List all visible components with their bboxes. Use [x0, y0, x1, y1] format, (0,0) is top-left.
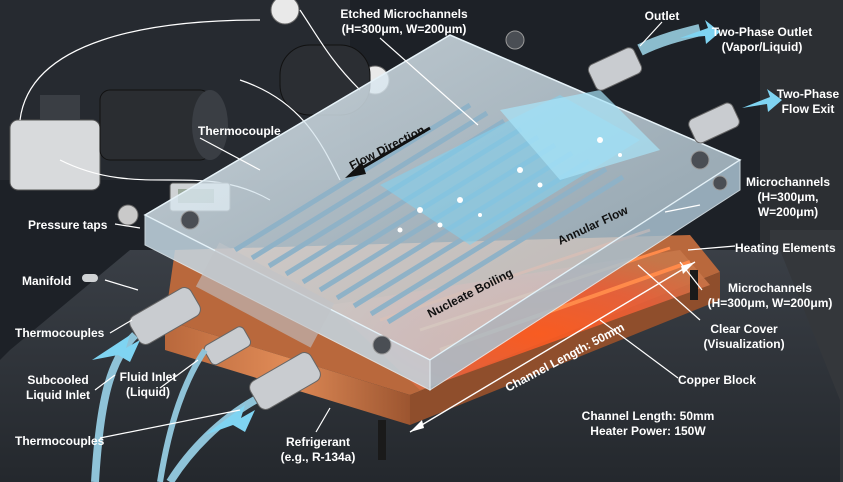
label-fluid-inlet-2: (Liquid) [126, 385, 170, 399]
label-two-phase-flow-exit-2: Flow Exit [782, 102, 835, 116]
flow-direction-arrow [345, 126, 431, 178]
tube-1 [19, 19, 261, 121]
label-microchannels-lower-2: (H=300μm, W=200μm) [708, 296, 833, 310]
annotation-leader-lines [94, 21, 736, 439]
label-etched-microchannels-2: (H=300μm, W=200μm) [342, 22, 467, 36]
clear-cover-right-face [429, 159, 741, 391]
inlet-fittings [129, 242, 335, 410]
label-subcooled-inlet-2: Liquid Inlet [26, 388, 90, 402]
outlet-flow-arrows [680, 20, 782, 112]
label-refrigerant-1: Refrigerant [286, 435, 350, 449]
label-two-phase-flow-exit-1: Two-Phase [777, 87, 840, 101]
two-phase-fluid [380, 90, 660, 245]
label-heater-power: Heater Power: 150W [590, 424, 706, 438]
label-copper-block: Copper Block [678, 373, 756, 387]
label-clear-cover-2: (Visualization) [703, 337, 784, 351]
label-clear-cover-1: Clear Cover [710, 322, 778, 336]
label-etched-microchannels-1: Etched Microchannels [340, 7, 468, 21]
label-two-phase-outlet-1: Two-Phase Outlet [712, 25, 812, 39]
label-refrigerant-2: (e.g., R-134a) [281, 450, 356, 464]
inlet-flow-arrows [92, 335, 255, 435]
cover-bolts [180, 30, 728, 355]
label-channel-length-spec: Channel Length: 50mm [582, 409, 715, 423]
label-two-phase-outlet-2: (Vapor/Liquid) [722, 40, 803, 54]
label-outlet: Outlet [645, 9, 680, 23]
channel-length-dimension [409, 261, 696, 433]
outlet-fittings [587, 24, 740, 144]
manifold-pointer-icon [82, 274, 98, 282]
label-subcooled-inlet-1: Subcooled [27, 373, 88, 387]
label-heating-elements: Heating Elements [735, 241, 836, 255]
vacuum-pump [9, 89, 228, 191]
support-posts [378, 270, 698, 460]
label-thermocouples-left: Thermocouples [15, 326, 105, 340]
label-fluid-inlet-1: Fluid Inlet [120, 370, 177, 384]
label-thermocouples-bottom: Thermocouples [15, 434, 105, 448]
label-microchannels-right-3: W=200μm) [758, 205, 818, 219]
label-pressure-taps: Pressure taps [28, 218, 108, 232]
label-thermocouple: Thermocouple [198, 124, 281, 138]
inlet-tube-3 [157, 348, 208, 482]
copper-block-right-face [410, 272, 720, 425]
tube-4 [299, 9, 361, 91]
label-microchannels-right-2: (H=300μm, [757, 190, 818, 204]
label-manifold: Manifold [22, 274, 71, 288]
label-microchannels-right-1: Microchannels [746, 175, 830, 189]
label-microchannels-lower-1: Microchannels [728, 281, 812, 295]
